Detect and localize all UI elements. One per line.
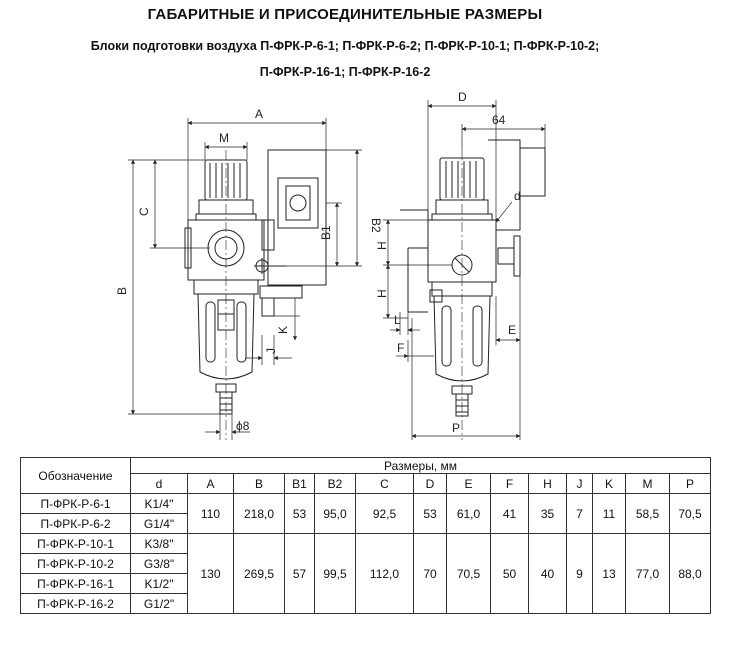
designation-cell: П-ФРК-Р-10-2 [20,553,131,574]
dim-label-phi8: ϕ8 [236,419,250,433]
dim-label-K: K [276,326,290,334]
column-header: B [233,473,285,494]
dim-label-64: 64 [492,113,506,127]
designation-cell: П-ФРК-Р-6-1 [20,493,131,514]
column-header: A [187,473,234,494]
dimensions-header: Размеры, мм [130,457,711,474]
designation-cell: П-ФРК-Р-16-2 [20,593,131,614]
value-cell: 70,5 [669,493,711,534]
column-header: d [130,473,188,494]
front-view-dimensions [128,118,362,440]
side-view-dimensions [383,100,546,440]
thread-cell: K3/8" [130,533,188,554]
column-header: K [592,473,626,494]
column-header: D [413,473,447,494]
value-cell: 57 [284,533,315,614]
thread-cell: G1/2" [130,593,188,614]
value-cell: 7 [566,493,593,534]
dim-label-M: M [219,131,229,145]
dim-label-J: J [264,348,278,354]
column-header: P [669,473,711,494]
value-cell: 88,0 [669,533,711,614]
thread-cell: K1/2" [130,573,188,594]
value-cell: 40 [528,533,567,614]
dim-label-H-top: H [375,241,389,250]
dim-label-B1: B1 [319,225,333,240]
value-cell: 58,5 [625,493,670,534]
value-cell: 61,0 [446,493,491,534]
dim-label-d: d [514,189,521,203]
dim-label-H-bottom: H [375,289,389,298]
page-title: ГАБАРИТНЫЕ И ПРИСОЕДИНИТЕЛЬНЫЕ РАЗМЕРЫ [147,6,543,23]
value-cell: 110 [187,493,234,534]
value-cell: 269,5 [233,533,285,614]
value-cell: 9 [566,533,593,614]
dim-label-F: F [397,341,404,355]
dim-label-E: E [508,323,516,337]
column-header: B2 [314,473,356,494]
value-cell: 41 [490,493,529,534]
column-header: C [355,473,414,494]
dim-label-L: L [394,313,401,327]
column-header: H [528,473,567,494]
value-cell: 13 [592,533,626,614]
value-cell: 218,0 [233,493,285,534]
subtitle-line-2: П-ФРК-Р-16-1; П-ФРК-Р-16-2 [259,65,431,79]
dim-label-P: P [452,421,460,435]
designation-cell: П-ФРК-Р-10-1 [20,533,131,554]
value-cell: 50 [490,533,529,614]
thread-cell: K1/4" [130,493,188,514]
value-cell: 99,5 [314,533,356,614]
value-cell: 95,0 [314,493,356,534]
value-cell: 11 [592,493,626,534]
dim-label-C: C [137,207,151,216]
value-cell: 130 [187,533,234,614]
dim-label-B2: B2 [369,218,383,233]
front-view [184,149,327,440]
thread-cell: G3/8" [130,553,188,574]
dim-label-D: D [458,90,467,104]
value-cell: 70 [413,533,447,614]
value-cell: 53 [413,493,447,534]
value-cell: 77,0 [625,533,670,614]
column-header: E [446,473,491,494]
column-header: F [490,473,529,494]
dim-label-A: A [255,107,263,121]
thread-cell: G1/4" [130,513,188,534]
column-header: M [625,473,670,494]
side-view [400,139,546,440]
value-cell: 35 [528,493,567,534]
designation-header: Обозначение [20,457,131,494]
dim-label-B: B [115,287,129,295]
value-cell: 53 [284,493,315,534]
value-cell: 92,5 [355,493,414,534]
dimension-drawing: A M C B B2 B1 K J ϕ8 [115,90,546,440]
designation-cell: П-ФРК-Р-16-1 [20,573,131,594]
value-cell: 112,0 [355,533,414,614]
column-header: J [566,473,593,494]
subtitle-line-1: Блоки подготовки воздуха П-ФРК-Р-6-1; П-… [90,39,600,53]
column-header: B1 [284,473,315,494]
value-cell: 70,5 [446,533,491,614]
designation-cell: П-ФРК-Р-6-2 [20,513,131,534]
